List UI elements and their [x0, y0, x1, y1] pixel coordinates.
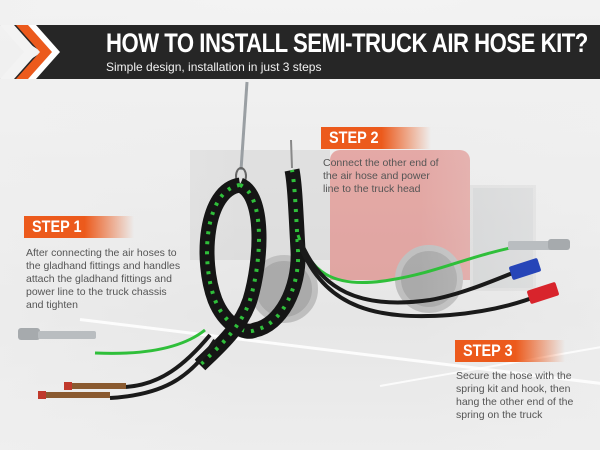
header-banner	[0, 25, 600, 79]
step-3-tag: STEP 3	[455, 340, 565, 362]
page-subtitle: Simple design, installation in just 3 st…	[106, 60, 322, 74]
step-3-label: STEP 3	[463, 341, 513, 360]
step-2-tag: STEP 2	[321, 127, 431, 149]
step-1-label: STEP 1	[32, 217, 82, 236]
step-2-label: STEP 2	[329, 128, 379, 147]
double-chevron-right-icon	[0, 25, 60, 79]
step-2-description: Connect the other end of the air hose an…	[323, 157, 439, 195]
step-3-description: Secure the hose with the spring kit and …	[456, 370, 574, 421]
step-1-tag: STEP 1	[24, 216, 134, 238]
step-1-description: After connecting the air hoses to the gl…	[26, 247, 181, 311]
page-title: HOW TO INSTALL SEMI-TRUCK AIR HOSE KIT?	[106, 28, 588, 58]
